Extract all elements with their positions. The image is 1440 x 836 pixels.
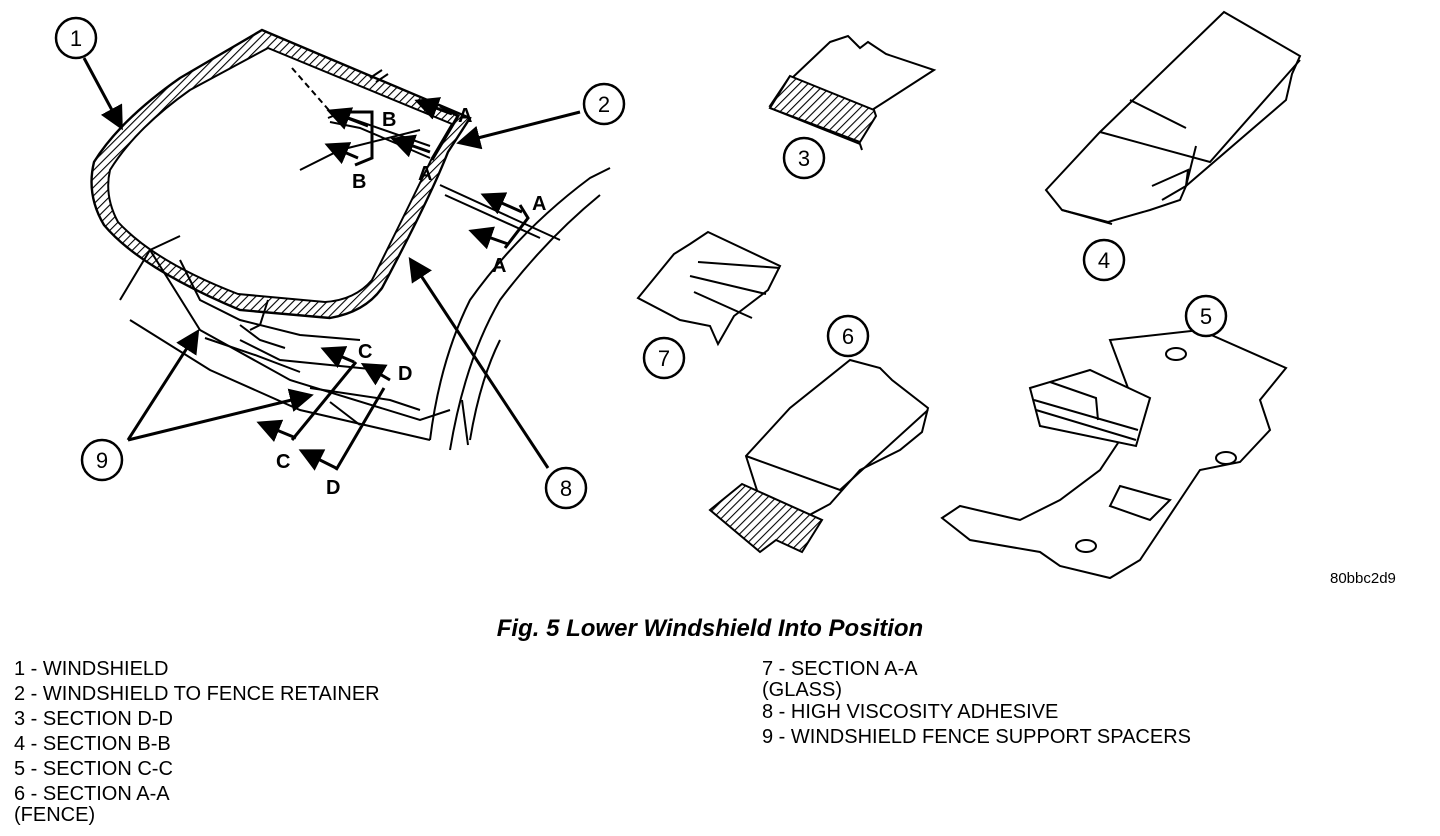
section-marker-d-d [298,362,391,471]
svg-text:5: 5 [1200,304,1212,329]
section-letter-a: A [458,105,472,127]
section-marker-b-b [324,107,374,167]
callout-2: 2 [582,82,626,126]
svg-text:6: 6 [842,324,854,349]
section-marker-c-c [256,346,358,442]
svg-text:4: 4 [1098,248,1110,273]
legend-item: 9 - WINDSHIELD FENCE SUPPORT SPACERS [762,726,1191,748]
main-view [90,28,611,451]
legend-item-extra: (FENCE) [14,804,96,826]
figure-code: 80bbc2d9 [1330,570,1396,587]
section-letter-d: D [326,477,340,499]
legend-item: 4 - SECTION B-B [14,733,171,755]
section-4-detail [1044,10,1302,225]
section-letter-c: C [276,451,290,473]
figure-caption: Fig. 5 Lower Windshield Into Position [496,615,924,642]
legend-item: 3 - SECTION D-D [14,708,173,730]
leader-lines [82,57,581,469]
section-7-detail [636,230,782,347]
section-letter-b: B [382,109,396,131]
callout-6: 6 [826,314,870,358]
callout-9: 9 [80,438,124,482]
section-5-detail [940,328,1288,580]
legend-item: 5 - SECTION C-C [14,758,173,780]
section-letter-a: A [492,255,506,277]
callout-5: 5 [1184,294,1228,338]
section-3-detail [768,34,937,151]
section-6-detail [708,358,930,554]
svg-text:8: 8 [560,476,572,501]
legend-item-extra: (GLASS) [762,679,843,701]
callout-1: 1 [54,16,98,60]
svg-text:7: 7 [658,346,670,371]
section-letter-a: A [418,163,432,185]
legend-item: 6 - SECTION A-A [14,783,170,805]
callout-8: 8 [544,466,588,510]
section-letter-a: A [532,193,546,215]
section-marker-a-a-pillar [468,192,530,250]
callout-7: 7 [642,336,686,380]
legend-left: 1 - WINDSHIELD 2 - WINDSHIELD TO FENCE R… [14,657,380,825]
svg-text:9: 9 [96,448,108,473]
legend-right: 7 - SECTION A-A (GLASS) 8 - HIGH VISCOSI… [762,657,1191,750]
windshield-diagram: A A B B A A C C D D [54,10,1302,580]
legend-item: 2 - WINDSHIELD TO FENCE RETAINER [14,683,380,705]
legend-item: 7 - SECTION A-A [762,658,918,680]
section-letter-c: C [358,341,372,363]
section-letter-d: D [398,363,412,385]
svg-text:2: 2 [598,92,610,117]
figure-caption-wrap: Fig. 5 Lower Windshield Into Position [0,615,1440,643]
legend-item: 8 - HIGH VISCOSITY ADHESIVE [762,701,1059,723]
svg-text:3: 3 [798,146,810,171]
legend-item: 1 - WINDSHIELD [14,658,169,680]
section-letter-b: B [352,171,366,193]
svg-text:1: 1 [70,26,82,51]
callout-4: 4 [1082,238,1126,282]
section-marker-a-a-top [390,97,461,161]
callout-3: 3 [782,136,826,180]
